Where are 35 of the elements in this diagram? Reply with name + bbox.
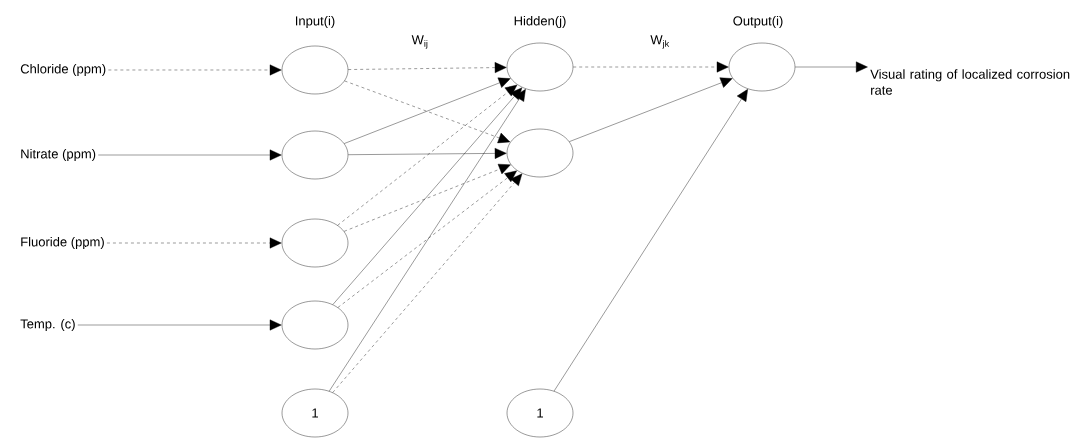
- arrow: [573, 61, 729, 73]
- input-label: Chloride (ppm): [20, 63, 106, 77]
- arrow: [337, 84, 518, 226]
- neuron-circle: [728, 42, 796, 92]
- neuron-circle: [281, 300, 349, 350]
- neuron-circle: [281, 218, 349, 268]
- arrow: [337, 170, 517, 308]
- weight-label: W$_{jk}$: [650, 35, 670, 49]
- neuron-circle: [506, 42, 574, 92]
- arrow: [77, 319, 282, 331]
- arrow: [329, 89, 526, 392]
- arrow: [332, 173, 523, 393]
- layer-heading: Input(i): [296, 15, 335, 29]
- input-label: Nitrate (ppm): [21, 148, 96, 162]
- arrow: [332, 87, 523, 305]
- layer-heading: Hidden(j): [514, 15, 566, 29]
- weight-label: W$_{ij}$: [411, 35, 428, 49]
- neuron-circle: [506, 128, 574, 178]
- input-label: Temp. (c): [20, 318, 75, 332]
- output-label: Visual rating of localized corrosion rate: [870, 69, 1070, 95]
- neuron-circle: [281, 45, 349, 95]
- neuron-circle: [281, 130, 349, 180]
- arrow: [108, 64, 282, 76]
- arrow: [106, 237, 282, 249]
- arrow: [348, 62, 507, 74]
- arrow: [348, 147, 507, 159]
- arrow: [553, 89, 748, 392]
- layer-heading: Output(i): [733, 15, 783, 29]
- bias-node: 1: [281, 388, 349, 438]
- bias-node: 1: [506, 388, 574, 438]
- arrow: [343, 163, 511, 232]
- arrow: [98, 149, 282, 161]
- input-label: Fluoride (ppm): [21, 236, 104, 250]
- arrow: [569, 77, 733, 142]
- arrow: [795, 61, 868, 73]
